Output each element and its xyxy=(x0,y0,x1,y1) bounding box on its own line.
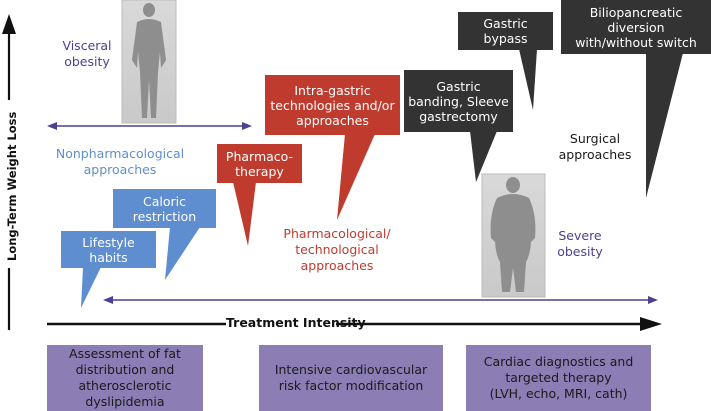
bubble-banding-text: Gastric banding, Sleeve gastrectomy xyxy=(408,78,509,124)
bubble-lifestyle xyxy=(61,231,156,308)
visceral-range-arrow xyxy=(47,122,252,130)
visceral-obesity-figure xyxy=(121,0,177,124)
y-axis-label: Long-Term Weight Loss xyxy=(5,111,19,261)
bottom-box-risk-modification: Intensive cardiovascular risk factor mod… xyxy=(259,345,443,411)
severe-obesity-figure xyxy=(481,173,546,298)
y-axis-arrow xyxy=(2,14,16,330)
bubble-caloric xyxy=(113,189,216,280)
bubble-pharmaco xyxy=(217,144,302,246)
bottom-box-cardiac-diagnostics: Cardiac diagnostics and targeted therapy… xyxy=(466,345,651,411)
bottom-box-fat-assessment: Assessment of fat distribution and ather… xyxy=(47,345,203,411)
bubble-biliopancreatic-text: Biliopancreatic diversion with/without s… xyxy=(575,4,697,50)
severe-obesity-label: Severe obesity xyxy=(557,228,603,259)
bubble-caloric-text: Caloric restriction xyxy=(132,193,197,224)
nonpharmacological-label: Nonpharmacological approaches xyxy=(55,146,185,177)
bubble-intragastric xyxy=(265,75,400,220)
bubble-pharmaco-text: Pharmaco- therapy xyxy=(225,148,294,179)
surgical-label: Surgical approaches xyxy=(558,131,632,162)
severe-range-arrow xyxy=(103,296,658,304)
x-axis-label: Treatment Intensity xyxy=(226,315,366,330)
bubble-banding xyxy=(404,70,513,182)
bubble-bypass-text: Gastric bypass xyxy=(483,16,528,46)
visceral-obesity-label: Visceral obesity xyxy=(62,38,112,69)
bubble-biliopancreatic xyxy=(561,0,711,198)
bubble-intragastric-text: Intra-gastric technologies and/or approa… xyxy=(270,82,395,128)
bubble-bypass xyxy=(458,12,553,110)
pharmacological-label: Pharmacological/ technological approache… xyxy=(283,226,391,273)
bubble-lifestyle-text: Lifestyle habits xyxy=(82,234,135,265)
x-axis-arrow xyxy=(47,317,662,331)
